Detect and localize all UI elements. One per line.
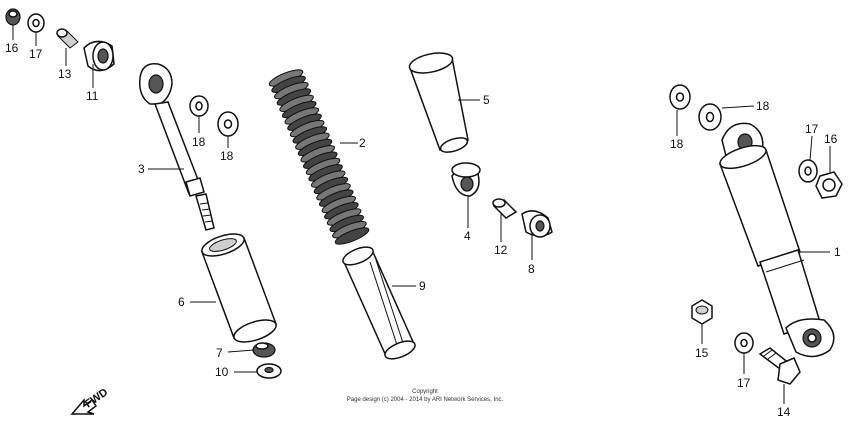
part-4-eye: [451, 162, 481, 197]
callout-10: 10: [215, 365, 229, 379]
callout-12: 12: [494, 243, 508, 257]
part-14-bolt: [758, 347, 801, 385]
part-2-spring: [268, 69, 370, 245]
callout-9: 9: [419, 279, 426, 293]
part-10-washer: [256, 363, 282, 379]
part-18-washer-b: [217, 111, 239, 137]
part-17-washer-c: [734, 332, 754, 354]
callout-1: 1: [834, 245, 841, 259]
callout-18: 18: [192, 135, 206, 149]
forward-arrow: FWD: [70, 386, 110, 415]
callout-15: 15: [695, 346, 709, 360]
part-8-bushing: [521, 210, 553, 238]
part-17-washer: [27, 13, 45, 33]
copyright-line-1: Copyright: [412, 389, 438, 395]
callout-18: 18: [670, 137, 684, 151]
leader-lines: [12, 25, 831, 404]
part-1-shock-absorber: [719, 122, 835, 358]
callout-4: 4: [464, 229, 471, 243]
part-7-stopper: [252, 342, 276, 358]
part-6-cover-tube: [201, 233, 277, 343]
part-16-cap-nut: [5, 8, 21, 26]
part-12-collar: [492, 198, 518, 219]
part-18-washer-a: [189, 95, 209, 117]
callout-14: 14: [777, 405, 791, 419]
part-18-washer-d: [698, 103, 722, 131]
callout-17: 17: [737, 376, 751, 390]
callout-17: 17: [29, 47, 43, 61]
part-13-collar: [56, 28, 79, 49]
part-9-sleeve: [342, 246, 416, 360]
part-15-nut: [691, 299, 713, 325]
forward-label: FWD: [83, 386, 110, 410]
spring-coil: [334, 227, 370, 245]
callout-labels: 16 17 13 11 3 18 18 2 5 4 12 8 6 7 10 9 …: [5, 41, 841, 419]
callout-6: 6: [178, 295, 185, 309]
part-11-bushing: [83, 40, 115, 72]
part-3-damper-rod: [138, 63, 215, 231]
part-5-upper-tube: [408, 52, 469, 153]
callout-11: 11: [86, 89, 99, 103]
part-16-cap-nut-b: [815, 171, 843, 199]
copyright-line-2: Page design (c) 2004 - 2014 by ARI Netwo…: [347, 397, 504, 403]
callout-5: 5: [483, 93, 490, 107]
callout-16: 16: [824, 132, 838, 146]
callout-8: 8: [528, 262, 535, 276]
callout-18: 18: [756, 99, 770, 113]
callout-18: 18: [220, 149, 234, 163]
part-17-washer-b: [798, 159, 818, 183]
part-18-washer-c: [669, 84, 691, 110]
callout-2: 2: [359, 136, 366, 150]
callout-13: 13: [58, 67, 72, 81]
callout-3: 3: [138, 162, 145, 176]
callout-16: 16: [5, 41, 19, 55]
callout-7: 7: [216, 346, 223, 360]
callout-17: 17: [805, 122, 819, 136]
